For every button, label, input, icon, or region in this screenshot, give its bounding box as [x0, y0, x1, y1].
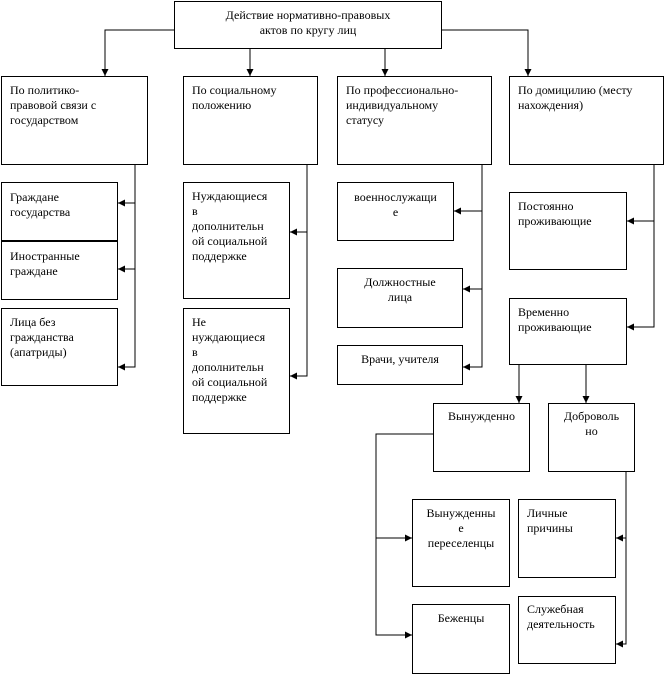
political-trunk-line	[118, 164, 136, 371]
permanent-residents-box: Постоянно проживающие	[509, 192, 627, 270]
social-category-box: По социальному положению	[183, 76, 318, 165]
foreign-citizens-box: Иностранные граждане	[1, 241, 118, 300]
temporary-residents-box: Временно проживающие	[509, 298, 627, 365]
military-box: военнослужащи е	[337, 182, 454, 241]
root-to-residence-arrow	[441, 29, 532, 76]
professional-category-box: По профессионально- индивидуальному стат…	[337, 76, 492, 165]
citizens-box: Граждане государства	[1, 182, 118, 241]
doctors-teachers-box: Врачи, учителя	[337, 345, 463, 385]
root-to-political-arrow	[101, 29, 174, 76]
needing-support-box: Нуждающиеся в дополнительн ой социальной…	[183, 182, 290, 299]
not-needing-support-box: Не нуждающиеся в дополнительн ой социаль…	[183, 308, 290, 434]
service-activity-box: Служебная деятельность	[518, 596, 616, 664]
voluntary-box: Доброволь но	[548, 403, 635, 472]
residence-trunk-line	[627, 164, 655, 331]
forced-box: Вынужденно	[433, 403, 530, 472]
forced-trunk-line	[375, 433, 433, 639]
voluntary-trunk-line	[616, 471, 627, 648]
social-trunk-line	[290, 164, 308, 380]
refugees-box: Беженцы	[412, 604, 510, 674]
professional-trunk-line	[463, 164, 483, 371]
officials-box: Должностные лица	[337, 268, 463, 328]
residence-category-box: По домицилию (месту нахождения)	[509, 76, 664, 165]
root-box: Действие нормативно-правовых актов по кр…	[174, 1, 442, 49]
stateless-persons-box: Лица без гражданства (апатриды)	[1, 308, 118, 386]
political-category-box: По политико- правовой связи с государств…	[1, 76, 148, 165]
forced-migrants-box: Вынужденны е переселенцы	[412, 499, 510, 587]
personal-reasons-box: Личные причины	[518, 499, 616, 578]
